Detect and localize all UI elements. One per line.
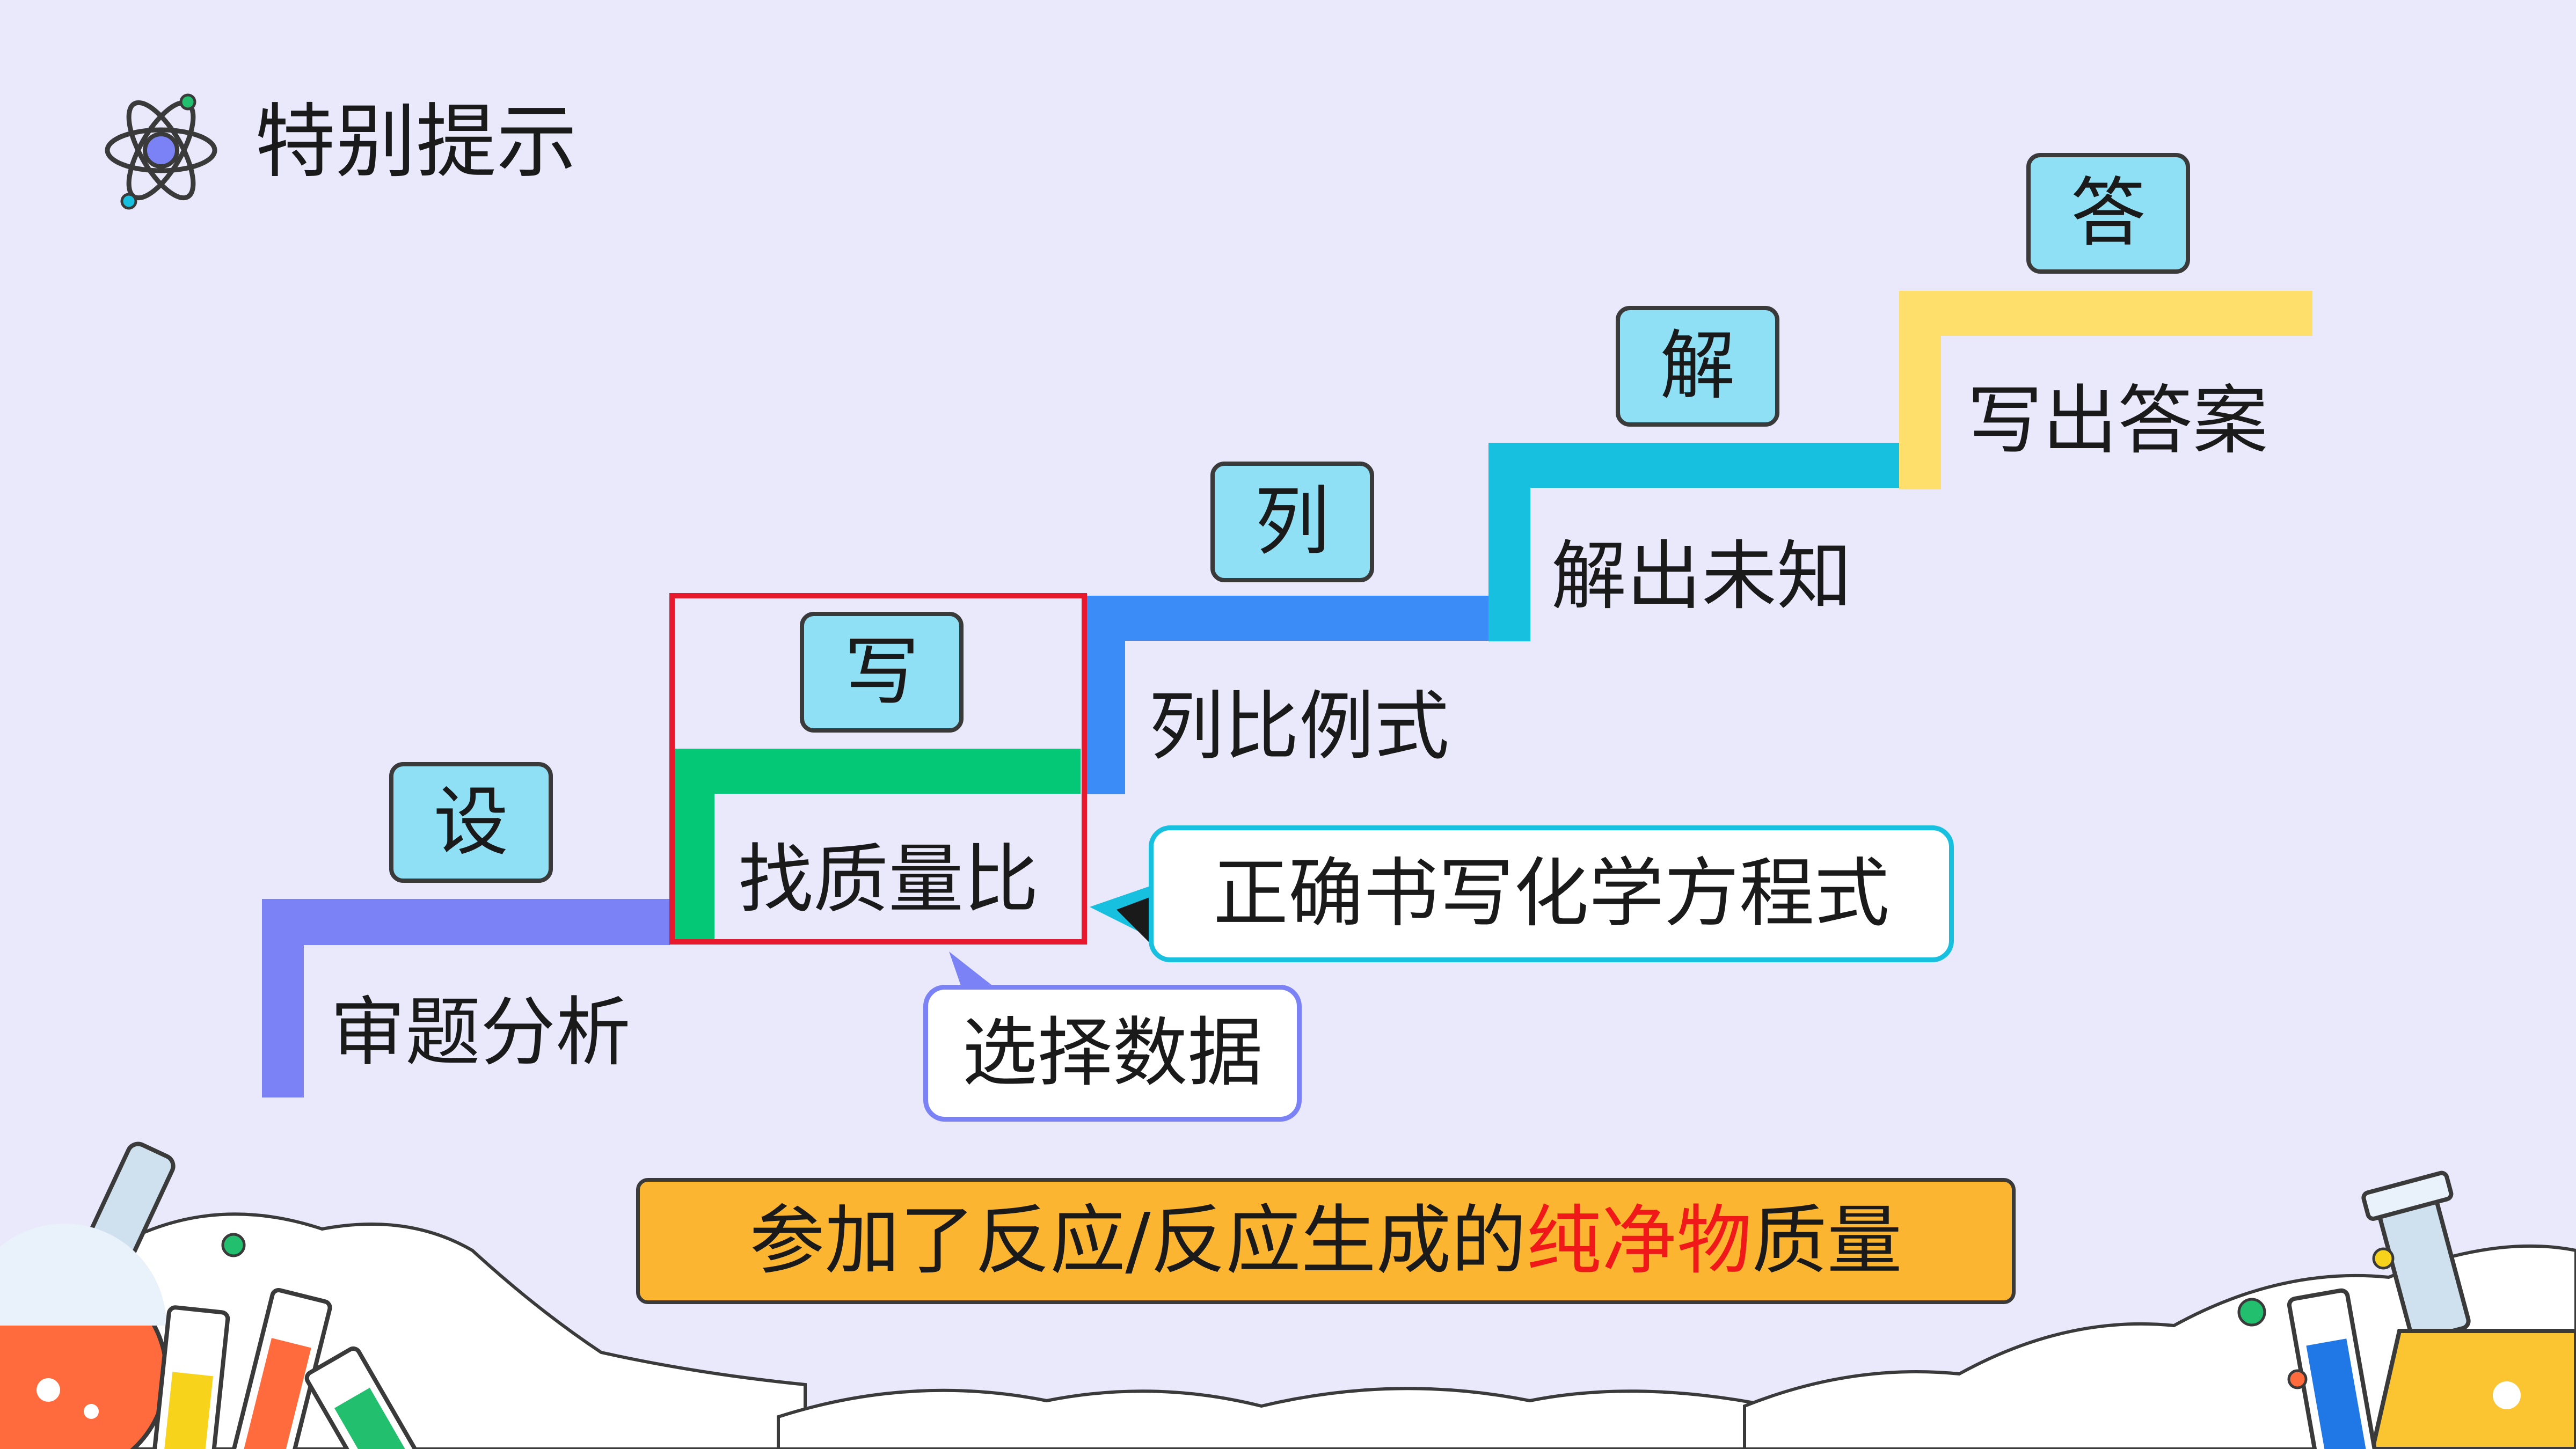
step-label-4: 解出未知 xyxy=(1551,533,1852,620)
note-suffix: 质量 xyxy=(1752,1197,1902,1285)
step-label-1: 审题分析 xyxy=(330,989,631,1077)
step-bar-5 xyxy=(1899,291,2312,336)
callout-equation: 正确书写化学方程式 xyxy=(1149,825,1954,962)
bubble-icon xyxy=(221,1233,246,1257)
step-bar-2-riser xyxy=(673,749,714,942)
step-label-2: 找质量比 xyxy=(738,836,1039,924)
flask-right-icon xyxy=(2361,1170,2576,1449)
highlight-box xyxy=(669,593,1087,945)
step-badge-1: 设 xyxy=(389,762,553,883)
step-badge-5: 答 xyxy=(2026,153,2190,274)
bubble-icon xyxy=(2372,1247,2395,1270)
callout-select: 选择数据 xyxy=(923,985,1302,1122)
step-label-3: 列比例式 xyxy=(1149,683,1450,771)
page-title: 特别提示 xyxy=(255,96,578,189)
test-tubes-left-icon xyxy=(151,1287,420,1449)
step-bar-3-riser xyxy=(1083,596,1125,794)
step-bar-2 xyxy=(673,749,1081,794)
flask-left-icon xyxy=(0,1141,176,1449)
step-badge-2: 写 xyxy=(800,612,964,733)
test-tubes-right-icon xyxy=(2287,1288,2378,1449)
step-badge-4: 解 xyxy=(1616,306,1779,427)
bubble-icon xyxy=(2237,1298,2266,1327)
note-prefix: 参加了反应/反应生成的 xyxy=(749,1197,1527,1285)
step-bar-1 xyxy=(262,899,670,945)
step-bar-4-riser xyxy=(1488,443,1530,641)
step-label-5: 写出答案 xyxy=(1967,377,2268,465)
step-badge-3: 列 xyxy=(1210,462,1374,582)
bubble-icon xyxy=(2287,1369,2308,1389)
step-bar-4 xyxy=(1488,443,1902,488)
step-bar-1-riser xyxy=(262,899,304,1097)
step-bar-3 xyxy=(1083,596,1491,641)
note-banner: 参加了反应/反应生成的纯净物质量 xyxy=(636,1178,2016,1304)
note-highlight: 纯净物 xyxy=(1526,1197,1752,1285)
atom-icon xyxy=(105,93,217,210)
step-bar-5-riser xyxy=(1899,291,1941,489)
